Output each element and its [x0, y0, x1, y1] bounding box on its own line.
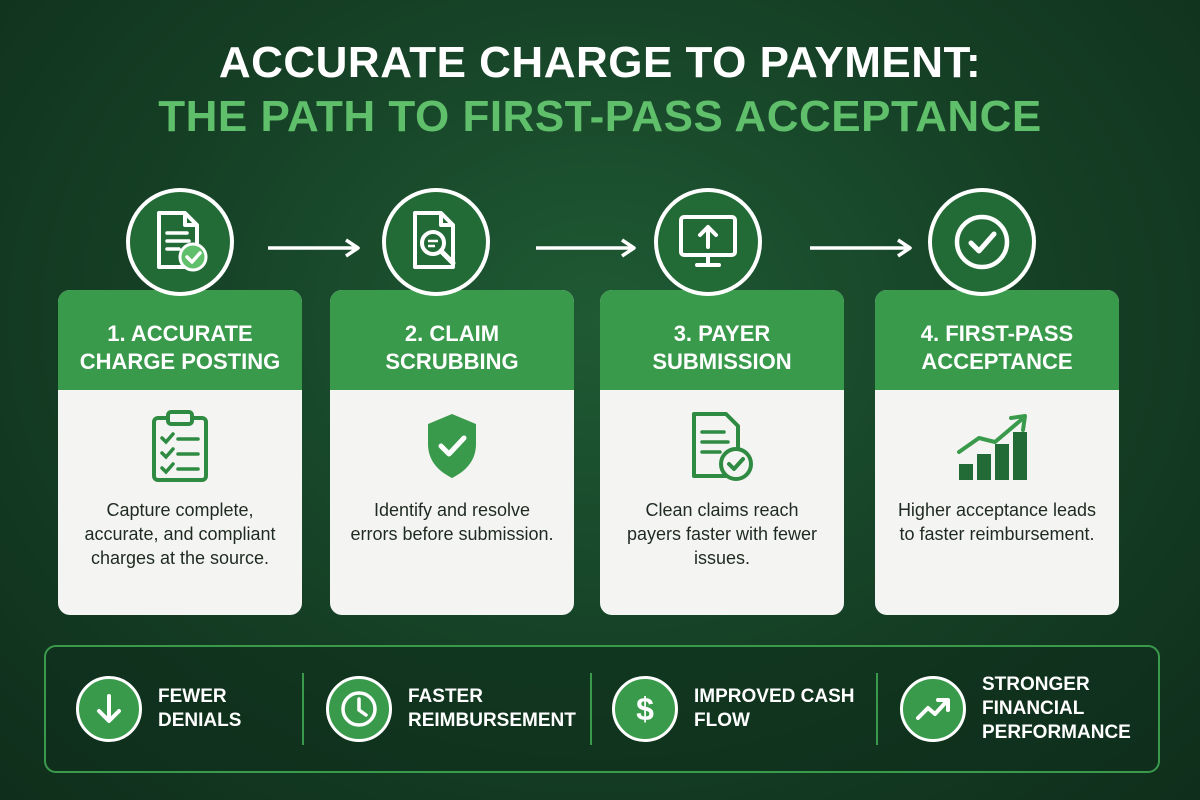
benefits-bar: FEWER DENIALS FASTER REIMBURSEMENT $ IMP…: [44, 645, 1160, 773]
step-description: Clean claims reach payers faster with fe…: [626, 500, 818, 568]
step-card-header: 2. CLAIM SCRUBBING: [330, 290, 574, 390]
shield-check-icon: [330, 408, 574, 484]
benefit-label: STRONGER FINANCIAL PERFORMANCE: [982, 674, 1131, 743]
benefit-stronger-performance: STRONGER FINANCIAL PERFORMANCE: [900, 647, 1131, 771]
step-card-charge-posting: 1. ACCURATE CHARGE POSTING Capture compl…: [58, 290, 302, 615]
document-check-icon: [600, 408, 844, 484]
clipboard-checklist-icon: [58, 408, 302, 484]
step-heading: 4. FIRST-PASS ACCEPTANCE: [920, 321, 1074, 374]
step-description: Identify and resolve errors before submi…: [350, 500, 554, 544]
step-card-first-pass: 4. FIRST-PASS ACCEPTANCE Higher acceptan…: [875, 290, 1119, 615]
arrow-right-icon: [536, 238, 636, 258]
step-card-header: 3. PAYER SUBMISSION: [600, 290, 844, 390]
step-heading: 2. CLAIM SCRUBBING: [385, 321, 519, 374]
benefit-label: IMPROVED CASH FLOW: [694, 686, 855, 731]
document-magnifier-icon: [382, 188, 490, 296]
dollar-icon: $: [612, 676, 678, 742]
arrow-right-icon: [268, 238, 360, 258]
step-card-header: 1. ACCURATE CHARGE POSTING: [58, 290, 302, 390]
trend-up-icon: [900, 676, 966, 742]
step-card-header: 4. FIRST-PASS ACCEPTANCE: [875, 290, 1119, 390]
arrow-right-icon: [810, 238, 912, 258]
title-line-2: THE PATH TO FIRST-PASS ACCEPTANCE: [158, 92, 1042, 141]
svg-text:$: $: [636, 691, 654, 727]
step-description: Higher acceptance leads to faster reimbu…: [897, 500, 1097, 544]
check-circle-icon: [928, 188, 1036, 296]
step-card-payer-submission: 3. PAYER SUBMISSION Clean claims reach p…: [600, 290, 844, 615]
divider: [590, 673, 592, 745]
divider: [876, 673, 878, 745]
arrow-down-icon: [76, 676, 142, 742]
benefit-improved-cash-flow: $ IMPROVED CASH FLOW: [612, 647, 854, 771]
step-card-claim-scrubbing: 2. CLAIM SCRUBBING Identify and resolve …: [330, 290, 574, 615]
benefit-label: FEWER DENIALS: [158, 686, 242, 731]
benefit-label: FASTER REIMBURSEMENT: [408, 686, 576, 731]
clock-icon: [326, 676, 392, 742]
title-line-1: ACCURATE CHARGE TO PAYMENT:: [218, 38, 982, 87]
benefit-faster-reimbursement: FASTER REIMBURSEMENT: [326, 647, 576, 771]
step-description: Capture complete, accurate, and complian…: [84, 500, 276, 568]
monitor-upload-icon: [654, 188, 762, 296]
document-check-icon: [126, 188, 234, 296]
step-heading: 1. ACCURATE CHARGE POSTING: [79, 321, 281, 374]
bar-chart-growth-icon: [875, 408, 1119, 484]
benefit-fewer-denials: FEWER DENIALS: [76, 647, 241, 771]
step-heading: 3. PAYER SUBMISSION: [652, 321, 792, 374]
divider: [302, 673, 304, 745]
